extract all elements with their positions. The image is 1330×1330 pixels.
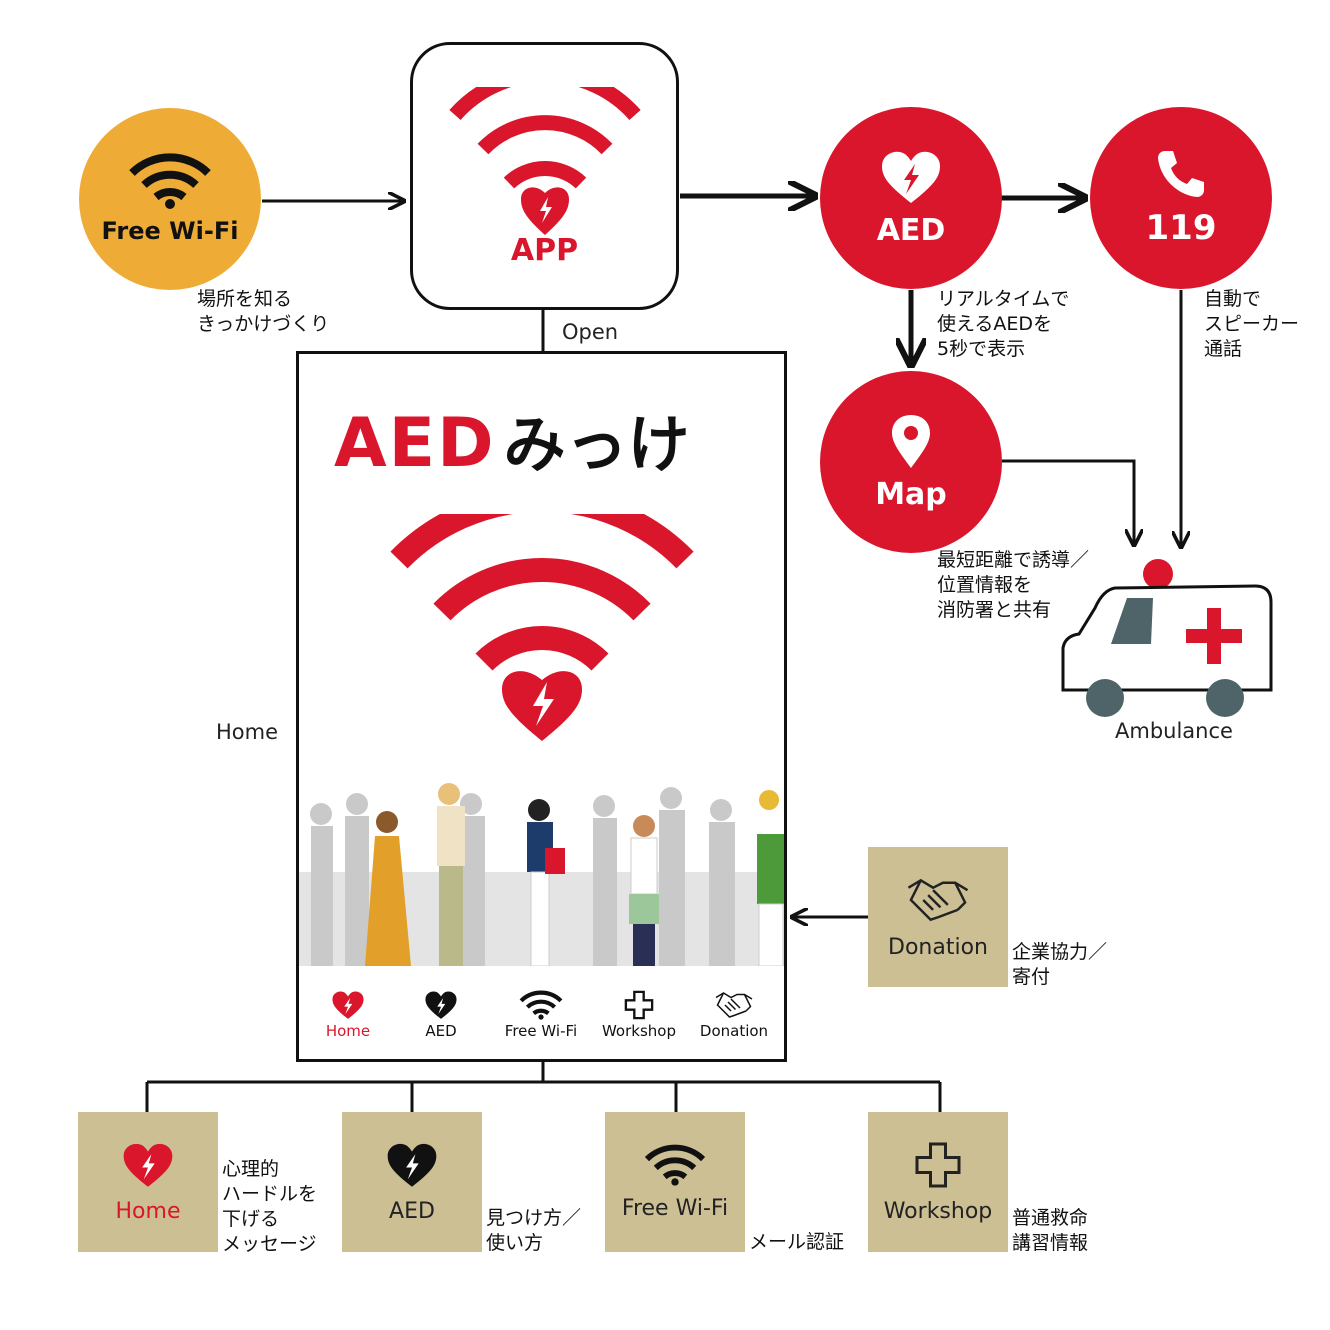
tile-home-label: Home [115, 1198, 181, 1224]
wifi-icon [644, 1144, 706, 1186]
node-map-label: Map [875, 476, 947, 512]
phone-screen: AED みっけ [296, 351, 787, 1062]
nav-free-wifi[interactable]: Free Wi-Fi [493, 990, 589, 1040]
note-free-wifi: メール認証 [749, 1231, 845, 1253]
nav-donation-label: Donation [699, 1022, 769, 1040]
note-workshop: 普通救命講習情報 [1012, 1207, 1089, 1254]
node-map: Map [820, 371, 1002, 553]
hero-wifi-heart-icon [390, 514, 694, 741]
node-donation: Donation [868, 847, 1008, 987]
tile-free-wifi: Free Wi-Fi [605, 1112, 745, 1252]
node-aed: AED [820, 107, 1002, 289]
ambulance-label: Ambulance [1115, 719, 1233, 743]
crowd-illustration [299, 783, 784, 966]
wifi-icon [519, 990, 563, 1020]
node-119-label: 119 [1145, 208, 1217, 248]
aed-heart-icon [387, 1143, 437, 1187]
nav-aed-label: AED [425, 1022, 457, 1040]
note-home: 心理的ハードルを下げるメッセージ [222, 1158, 318, 1255]
aed-heart-icon [882, 151, 940, 203]
app-wifi-heart-icon [448, 87, 641, 235]
aed-heart-icon [425, 991, 457, 1019]
node-119: 119 [1090, 107, 1272, 289]
cross-icon [624, 990, 654, 1020]
note-wifi: 場所を知るきっかけづくり [197, 288, 330, 335]
handshake-icon [907, 878, 969, 921]
nav-workshop[interactable]: Workshop [591, 990, 687, 1040]
cross-icon [915, 1142, 961, 1187]
tile-workshop: Workshop [868, 1112, 1008, 1252]
node-app-label: APP [510, 233, 579, 268]
tile-free-wifi-label: Free Wi-Fi [621, 1195, 729, 1221]
tile-aed-label: AED [389, 1198, 435, 1224]
wifi-icon [129, 153, 211, 209]
edge-open-label: Open [562, 320, 619, 344]
node-free-wifi: Free Wi-Fi [79, 108, 261, 290]
tile-workshop-label: Workshop [883, 1198, 993, 1224]
phone-icon [1158, 151, 1204, 197]
nav-aed[interactable]: AED [393, 990, 489, 1040]
node-app: APP [410, 42, 679, 310]
app-title-kana: みっけ [503, 408, 690, 481]
nav-workshop-label: Workshop [601, 1022, 676, 1040]
nav-free-wifi-label: Free Wi-Fi [504, 1022, 578, 1040]
note-aed-tile: 見つけ方／使い方 [486, 1207, 582, 1254]
heart-bolt-icon [123, 1143, 173, 1187]
handshake-icon [715, 992, 753, 1018]
arrow-map-ambulance [1002, 459, 1134, 545]
note-119: 自動でスピーカー通話 [1204, 288, 1300, 360]
note-map: 最短距離で誘導／位置情報を消防署と共有 [937, 549, 1090, 621]
note-donation: 企業協力／寄付 [1012, 941, 1108, 988]
nav-donation[interactable]: Donation [686, 990, 782, 1040]
edge-home-label: Home [216, 720, 279, 744]
map-pin-icon [892, 414, 930, 468]
app-title: AED みっけ [334, 394, 690, 484]
tile-home: Home [78, 1112, 218, 1252]
ambulance-icon [1061, 559, 1273, 717]
node-free-wifi-label: Free Wi-Fi [101, 217, 239, 245]
app-title-latin: AED [334, 404, 496, 483]
node-donation-label: Donation [888, 934, 988, 960]
heart-bolt-icon [332, 991, 364, 1019]
nav-home[interactable]: Home [300, 990, 396, 1040]
nav-home-label: Home [325, 1022, 371, 1040]
node-aed-label: AED [876, 212, 946, 248]
tile-aed: AED [342, 1112, 482, 1252]
